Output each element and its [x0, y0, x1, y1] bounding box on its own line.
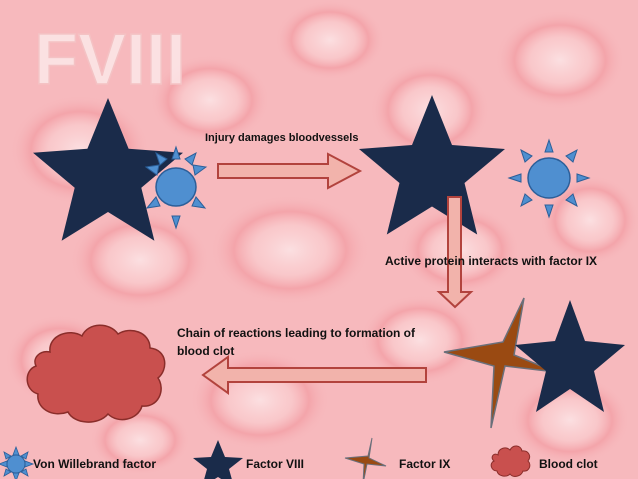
arrow-right	[217, 152, 363, 190]
legend-factor-ix-four-point-star-icon	[344, 437, 387, 479]
legend-vwf-sun-icon	[0, 445, 35, 479]
factor-viii-star-icon	[515, 300, 625, 412]
legend-factor-viii-star-icon	[193, 440, 243, 479]
legend-vwf-label: Von Willebrand factor	[33, 457, 157, 471]
arrow-down	[436, 196, 474, 309]
page-title: FVIII	[34, 20, 186, 98]
legend-blood-clot-cloud-icon	[490, 445, 531, 477]
arrow-left	[201, 355, 427, 395]
legend-blood-clot-label: Blood clot	[539, 457, 598, 471]
factor-viii-star-icon	[359, 95, 505, 235]
step-3-label-line-1: Chain of reactions leading to formation …	[177, 326, 416, 340]
vwf-sun-icon	[507, 138, 591, 219]
legend-factor-viii-label: Factor VIII	[246, 457, 305, 471]
step-1-label: Injury damages bloodvessels	[205, 132, 359, 144]
factor-ix-four-point-star-icon	[443, 297, 557, 429]
vwf-sun-icon	[144, 145, 208, 230]
step-3-label-line-2: blood clot	[177, 344, 235, 358]
legend-factor-ix-label: Factor IX	[399, 457, 451, 471]
factor-viii-star-icon	[33, 98, 183, 241]
title-logo: FVIII	[33, 19, 187, 98]
blood-clot-cloud-icon	[26, 324, 166, 423]
step-2-label: Active protein interacts with factor IX	[385, 254, 598, 268]
